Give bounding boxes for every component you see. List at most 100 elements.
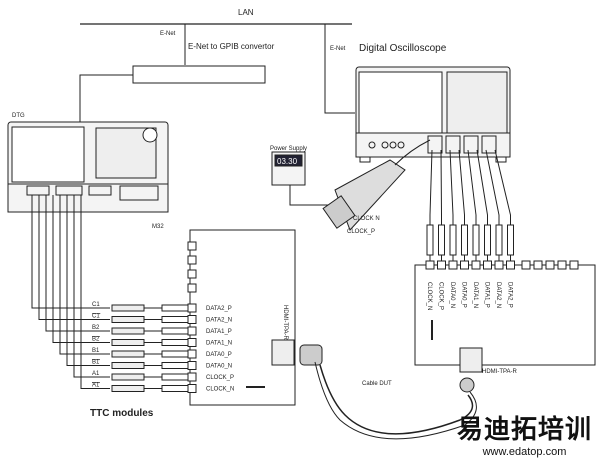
sma-adapter: [161, 304, 189, 312]
right-cable-plug: [459, 377, 475, 393]
ttc-signal-label: B2: [92, 325, 100, 331]
enet-right-line: [324, 24, 355, 114]
ttc-signal-label: A1: [92, 371, 100, 377]
enet-right-label: E-Net: [330, 46, 346, 52]
dtg-instrument: [7, 121, 169, 213]
sma-connector: [187, 241, 197, 251]
left-hdmi-connector: [271, 339, 295, 366]
differential-probe: [322, 159, 406, 231]
left-pin-label: DATA1_P: [206, 329, 232, 335]
ttc-module: [111, 327, 145, 335]
enet-left-label: E-Net: [160, 31, 176, 37]
ttc-signal-label: C1: [92, 302, 100, 308]
ttc-wire: [38, 195, 110, 320]
ttc-module: [111, 373, 145, 381]
sma-adapter: [161, 350, 189, 358]
ttc-signal-label: B1: [92, 360, 100, 366]
sma-cable-end: [426, 224, 434, 256]
ttc-signal-label: C1: [92, 314, 100, 320]
ttc-wire: [59, 195, 110, 355]
ttc-wire: [66, 195, 110, 366]
right-hdmi-connector: [459, 347, 483, 373]
ttc-module: [111, 339, 145, 346]
sma-connector: [521, 260, 531, 270]
left-hdmi-tpa-board: [189, 229, 296, 406]
sma-connector: [187, 303, 197, 313]
right-hdmi-tpa-board: [414, 264, 596, 366]
watermark-cn: 易迪拓培训: [456, 415, 592, 445]
right-pin-label: DATA1_N: [472, 282, 478, 308]
left-pin-label: CLOCK_N: [206, 387, 234, 393]
sma-adapter: [161, 327, 189, 335]
lan-label: LAN: [238, 8, 254, 17]
watermark-url: www.edatop.com: [482, 446, 567, 458]
ttc-signal-label: B1: [92, 348, 100, 354]
left-pin-label: DATA0_P: [206, 352, 232, 358]
ttc-module: [111, 316, 145, 323]
sma-connector: [187, 315, 197, 324]
sma-connector: [187, 384, 197, 393]
sma-connector: [187, 255, 197, 265]
sma-adapter: [161, 373, 189, 381]
left-cable-plug: [299, 344, 323, 366]
sma-adapter: [161, 385, 189, 392]
sma-cable-end: [449, 224, 457, 256]
dtg-label: DTG: [12, 113, 25, 119]
power-cable: [289, 185, 335, 206]
ttc-wire: [45, 195, 110, 332]
ttc-signal-label: B2: [92, 337, 100, 343]
ttc-modules-label: TTC modules: [90, 408, 154, 419]
sma-adapter: [161, 339, 189, 346]
right-pin-label: DATA1_P: [484, 282, 490, 308]
probe-label-clock-n: CLOCK N: [353, 216, 380, 222]
gpib-convertor: [132, 65, 266, 84]
right-pin-label: DATA0_N: [449, 282, 455, 308]
ttc-wire: [80, 195, 110, 389]
right-pin-label: CLOCK_P: [438, 282, 444, 310]
sma-connector: [494, 260, 504, 270]
dut-cable: [319, 364, 474, 435]
sma-connector: [187, 349, 197, 359]
sma-connector: [471, 260, 481, 270]
ttc-module: [111, 304, 145, 312]
ttc-module: [111, 350, 145, 358]
ttc-wire: [73, 195, 110, 378]
sma-connector: [557, 260, 567, 270]
left-pin-label: DATA2_N: [206, 318, 232, 324]
right-pin-label: CLOCK_N: [426, 282, 432, 310]
sma-cable-end: [438, 224, 445, 256]
right-pin-label: DATA2_P: [507, 282, 513, 308]
sma-connector: [425, 260, 435, 270]
left-board-name: HDMI-TPA-R: [282, 305, 288, 341]
left-pin-label: CLOCK_P: [206, 375, 234, 381]
left-pin-label: DATA1_N: [206, 341, 232, 347]
sma-connector: [187, 338, 197, 347]
sma-cable-end: [495, 224, 503, 256]
right-pin-label: DATA2_N: [495, 282, 501, 308]
left-pin-label: DATA2_P: [206, 306, 232, 312]
cable-dut-label: Cable DUT: [362, 381, 392, 387]
gpib-line: [79, 74, 133, 135]
sma-cable-end: [484, 224, 491, 256]
power-supply-value: 03.30: [277, 157, 298, 166]
sma-connector: [483, 260, 492, 270]
right-pin-label: DATA0_P: [461, 282, 467, 308]
ttc-module: [111, 362, 145, 369]
m32-label: M32: [152, 224, 164, 230]
oscilloscope: [355, 66, 511, 163]
scope-label: Digital Oscilloscope: [359, 43, 447, 54]
sma-connector: [187, 372, 197, 382]
sma-connector: [187, 361, 197, 370]
sma-connector: [569, 260, 579, 270]
sma-adapter: [161, 316, 189, 323]
ttc-wire: [52, 195, 110, 343]
ttc-signal-label: A1: [92, 383, 100, 389]
sma-adapter: [161, 362, 189, 369]
power-supply-label: Power Supply: [270, 146, 307, 152]
sma-connector: [448, 260, 458, 270]
sma-cable-end: [472, 224, 480, 256]
ttc-module: [111, 385, 145, 392]
sma-connector: [533, 260, 543, 270]
